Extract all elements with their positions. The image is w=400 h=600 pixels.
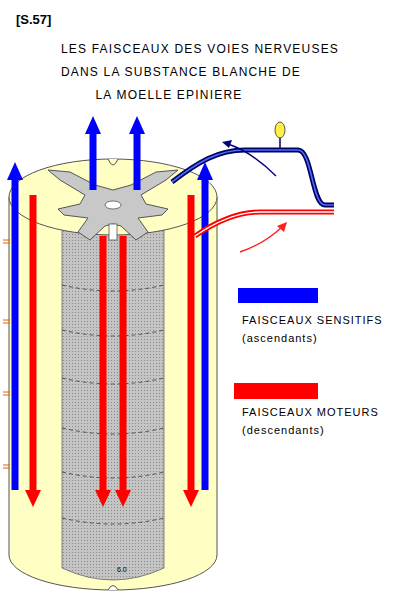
arrow-head — [85, 116, 101, 134]
arrow-head — [129, 116, 145, 134]
diagram-title: LES FAISCEAUX DES VOIES NERVEUSES DANS L… — [61, 42, 339, 102]
arrow-head — [222, 140, 232, 148]
descending-tract — [30, 195, 37, 492]
root-stub — [3, 240, 10, 243]
descending-tract — [188, 195, 195, 492]
spinal-ganglion — [275, 122, 285, 138]
arrow-head — [115, 490, 131, 507]
ventral-root-core — [195, 212, 334, 236]
afferent-arrow — [228, 144, 276, 176]
line-spacer — [283, 84, 345, 107]
root-stub — [3, 392, 10, 395]
arrow-head — [95, 490, 111, 507]
segment-line — [62, 378, 164, 384]
efferent-arrow — [240, 227, 282, 252]
figure-code: 6.0 — [117, 566, 127, 573]
sheet-number: [S.57] — [16, 12, 51, 27]
descending-tract — [100, 236, 107, 492]
arrow-head — [25, 490, 41, 507]
ascending-tract — [134, 132, 141, 190]
title-block: LES FAISCEAUX DES VOIES NERVEUSES DANS L… — [55, 38, 345, 107]
posterior-sulcus — [108, 159, 118, 165]
arrow-head — [7, 162, 23, 180]
central-canal — [105, 201, 121, 209]
ganglion-stalk — [279, 137, 281, 149]
ascending-tract — [90, 132, 97, 190]
cord-body — [9, 197, 217, 590]
ascending-tract — [202, 178, 209, 490]
dorsal-root — [172, 150, 334, 205]
grey-column — [62, 200, 164, 580]
line-spacer — [307, 61, 345, 84]
anterior-fissure — [109, 224, 117, 240]
legend-text: FAISCEAUX SENSITIFS (ascendants) — [242, 311, 392, 347]
arrow-head — [277, 222, 287, 232]
segment-line — [62, 472, 164, 478]
segment-line — [62, 330, 164, 336]
grey-matter — [48, 170, 178, 240]
arrow-head — [183, 490, 199, 507]
descending-tract — [120, 236, 127, 492]
legend-swatch — [238, 288, 318, 303]
legend-swatch — [234, 383, 318, 399]
root-stub — [3, 465, 10, 468]
bottom-notch — [108, 586, 118, 591]
legend-text: FAISCEAUX MOTEURS (descendants) — [242, 403, 392, 439]
segment-line — [62, 518, 164, 524]
dorsal-root-core — [172, 150, 334, 205]
root-stub — [3, 320, 10, 323]
ventral-root — [195, 212, 334, 236]
segment-line — [62, 285, 164, 291]
ascending-tract — [12, 178, 19, 490]
segment-line — [62, 428, 164, 434]
